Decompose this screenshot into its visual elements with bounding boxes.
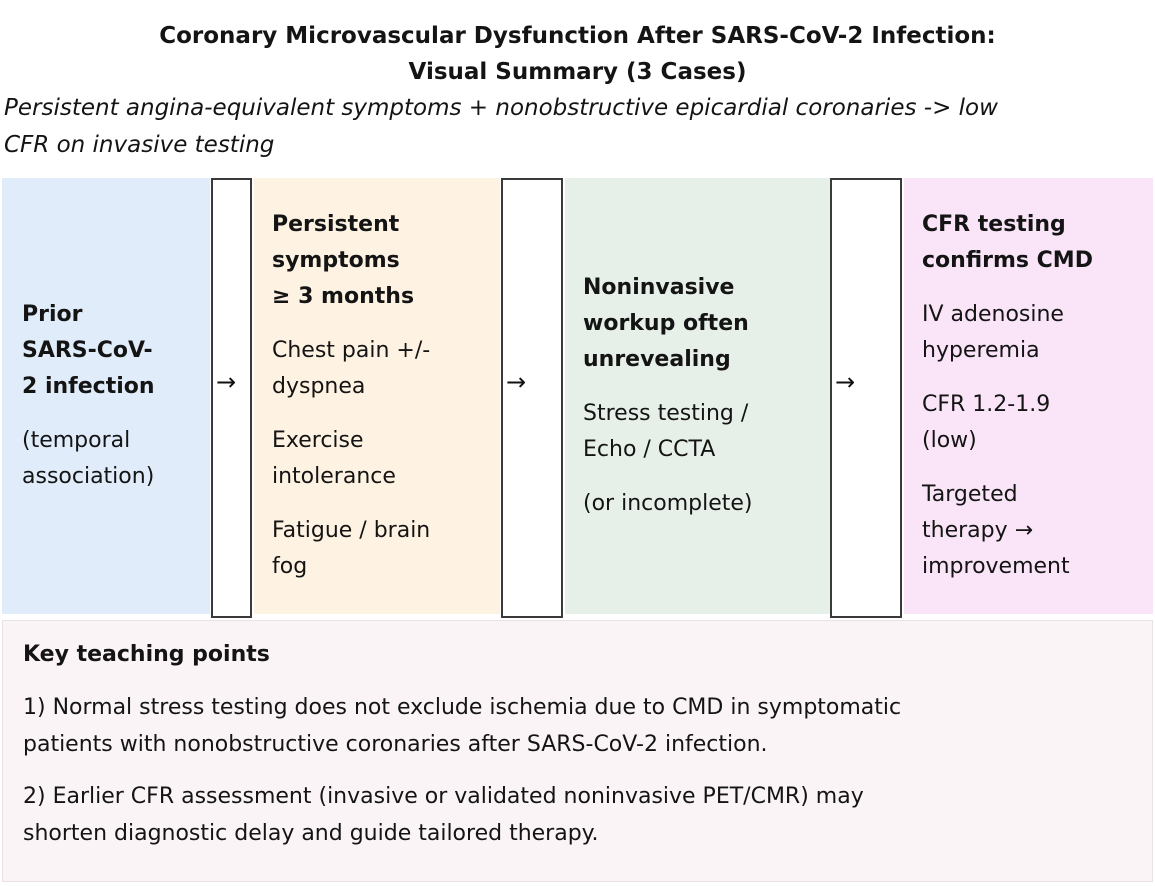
teaching-heading: Key teaching points: [23, 642, 270, 667]
figure-subtitle: Persistent angina-equivalent symptoms + …: [4, 95, 998, 158]
right-arrow-icon: →: [506, 368, 527, 396]
box-heading: Noninvasive workup often unrevealing: [583, 275, 749, 372]
box-item: Exercise intolerance: [272, 428, 396, 489]
teaching-point: 2) Earlier CFR assessment (invasive or v…: [23, 784, 864, 846]
box-item: IV adenosine hyperemia: [922, 302, 1064, 363]
teaching-point: 1) Normal stress testing does not exclud…: [23, 695, 902, 757]
box-item: CFR 1.2-1.9 (low): [922, 392, 1051, 453]
box-heading: Prior SARS-CoV- 2 infection: [22, 302, 155, 399]
right-arrow-icon: →: [216, 368, 237, 396]
box-item: Fatigue / brain fog: [272, 518, 431, 579]
box-item: (temporal association): [22, 428, 155, 489]
box-heading: Persistent symptoms ≥ 3 months: [272, 212, 415, 309]
flow-box-prior-infection: Prior SARS-CoV- 2 infection (temporal as…: [2, 178, 210, 614]
key-teaching-points-panel: Key teaching points 1) Normal stress tes…: [2, 620, 1153, 882]
figure-title: Coronary Microvascular Dysfunction After…: [159, 23, 996, 86]
flow-connector: →: [501, 178, 563, 618]
box-item: Stress testing / Echo / CCTA: [583, 401, 749, 462]
flow-connector: →: [211, 178, 252, 618]
flow-box-persistent-symptoms: Persistent symptoms ≥ 3 months Chest pai…: [254, 178, 500, 614]
flow-box-noninvasive-workup: Noninvasive workup often unrevealing Str…: [565, 178, 830, 614]
box-item: Targeted therapy → improvement: [922, 482, 1070, 579]
box-item: (or incomplete): [583, 491, 753, 516]
box-item: Chest pain +/- dyspnea: [272, 338, 431, 399]
flow-box-cfr-testing: CFR testing confirms CMD IV adenosine hy…: [904, 178, 1153, 614]
flow-connector: →: [830, 178, 902, 618]
right-arrow-icon: →: [835, 368, 856, 396]
box-heading: CFR testing confirms CMD: [922, 212, 1093, 273]
